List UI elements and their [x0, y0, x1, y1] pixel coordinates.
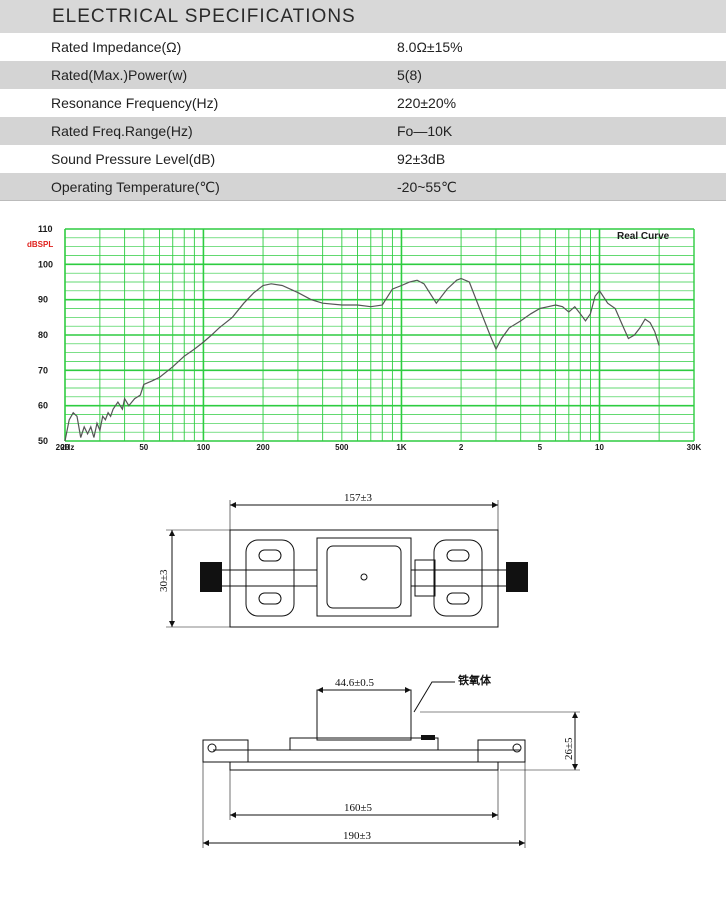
chart-grid: [64, 228, 695, 442]
magnet-inner: [326, 545, 402, 609]
spec-row: Rated Freq.Range(Hz) Fo—10K: [0, 117, 726, 145]
x-tick-label: 30K: [687, 443, 702, 452]
magnet-material-label: 铁氧体: [458, 673, 492, 687]
series-line-real-curve: [64, 277, 660, 442]
left-ear: [245, 539, 295, 617]
y-tick-label: 90: [38, 295, 48, 305]
spec-value: 220±20%: [397, 95, 457, 111]
spec-table: Rated Impedance(Ω) 8.0Ω±15% Rated(Max.)P…: [0, 33, 726, 201]
x-tick-label: 2: [459, 443, 464, 452]
top-view-frame: [229, 529, 499, 628]
spec-row: Rated Impedance(Ω) 8.0Ω±15%: [0, 33, 726, 61]
spec-value: -20~55℃: [397, 179, 457, 195]
spec-value: 8.0Ω±15%: [397, 39, 463, 55]
y-tick-label: 60: [38, 401, 48, 411]
dim-overall-width: 190±3: [343, 830, 372, 842]
y-tick-label: 110: [38, 224, 53, 234]
spec-row: Rated(Max.)Power(w) 5(8): [0, 61, 726, 89]
y-tick-labels: 110 100 90 80 70 60 50: [38, 224, 53, 446]
dim-top-height: 30±3: [158, 569, 170, 592]
legend-real-curve: Real Curve: [617, 231, 670, 242]
x-tick-label: 100: [197, 443, 211, 452]
x-tick-label: 10: [595, 443, 604, 452]
spec-value: Fo—10K: [397, 123, 453, 139]
spec-title-bar: ELECTRICAL SPECIFICATIONS: [0, 0, 726, 33]
magnet-leader-line: [413, 681, 455, 713]
spec-label: Rated Impedance(Ω): [51, 39, 182, 55]
y-axis-label: dBSPL: [27, 240, 53, 249]
x-tick-label: 20: [61, 443, 70, 452]
x-tick-label: 500: [335, 443, 349, 452]
side-cone: [229, 761, 499, 771]
x-tick-label: 50: [139, 443, 148, 452]
spec-value: 92±3dB: [397, 151, 446, 167]
x-tick-label: 200: [256, 443, 270, 452]
spec-label: Resonance Frequency(Hz): [51, 95, 219, 111]
y-tick-label: 50: [38, 436, 48, 446]
spec-title: ELECTRICAL SPECIFICATIONS: [52, 6, 356, 27]
x-tick-labels: 20Hz 50 100 200 500 1K 2 5 10 20 30K: [56, 443, 702, 452]
terminal: [414, 559, 436, 597]
dim-side-height: 26±5: [563, 737, 575, 760]
spec-label: Sound Pressure Level(dB): [51, 151, 216, 167]
x-tick-label: 1K: [396, 443, 406, 452]
spec-label: Operating Temperature(℃): [51, 179, 220, 195]
side-magnet: [316, 689, 412, 741]
right-ear: [433, 539, 483, 617]
spec-row: Sound Pressure Level(dB) 92±3dB: [0, 145, 726, 173]
x-tick-label: 5: [538, 443, 543, 452]
spec-label: Rated(Max.)Power(w): [51, 67, 188, 83]
y-tick-label: 70: [38, 365, 48, 375]
side-right-ear: [477, 739, 526, 763]
dim-magnet-width: 44.6±0.5: [335, 677, 375, 689]
spec-label: Rated Freq.Range(Hz): [51, 123, 193, 139]
magnet-center: [360, 573, 368, 581]
dim-top-width: 157±3: [344, 492, 373, 504]
magnet-outer: [316, 537, 412, 617]
dim-cone-width: 160±5: [344, 802, 373, 814]
y-tick-label: 100: [38, 259, 53, 269]
spec-row: Resonance Frequency(Hz) 220±20%: [0, 89, 726, 117]
x-tick-label: 20Hz: [56, 443, 75, 452]
spec-row: Operating Temperature(℃) -20~55℃: [0, 173, 726, 201]
spec-value: 5(8): [397, 67, 422, 83]
section-divider: [0, 200, 726, 201]
y-tick-label: 80: [38, 330, 48, 340]
